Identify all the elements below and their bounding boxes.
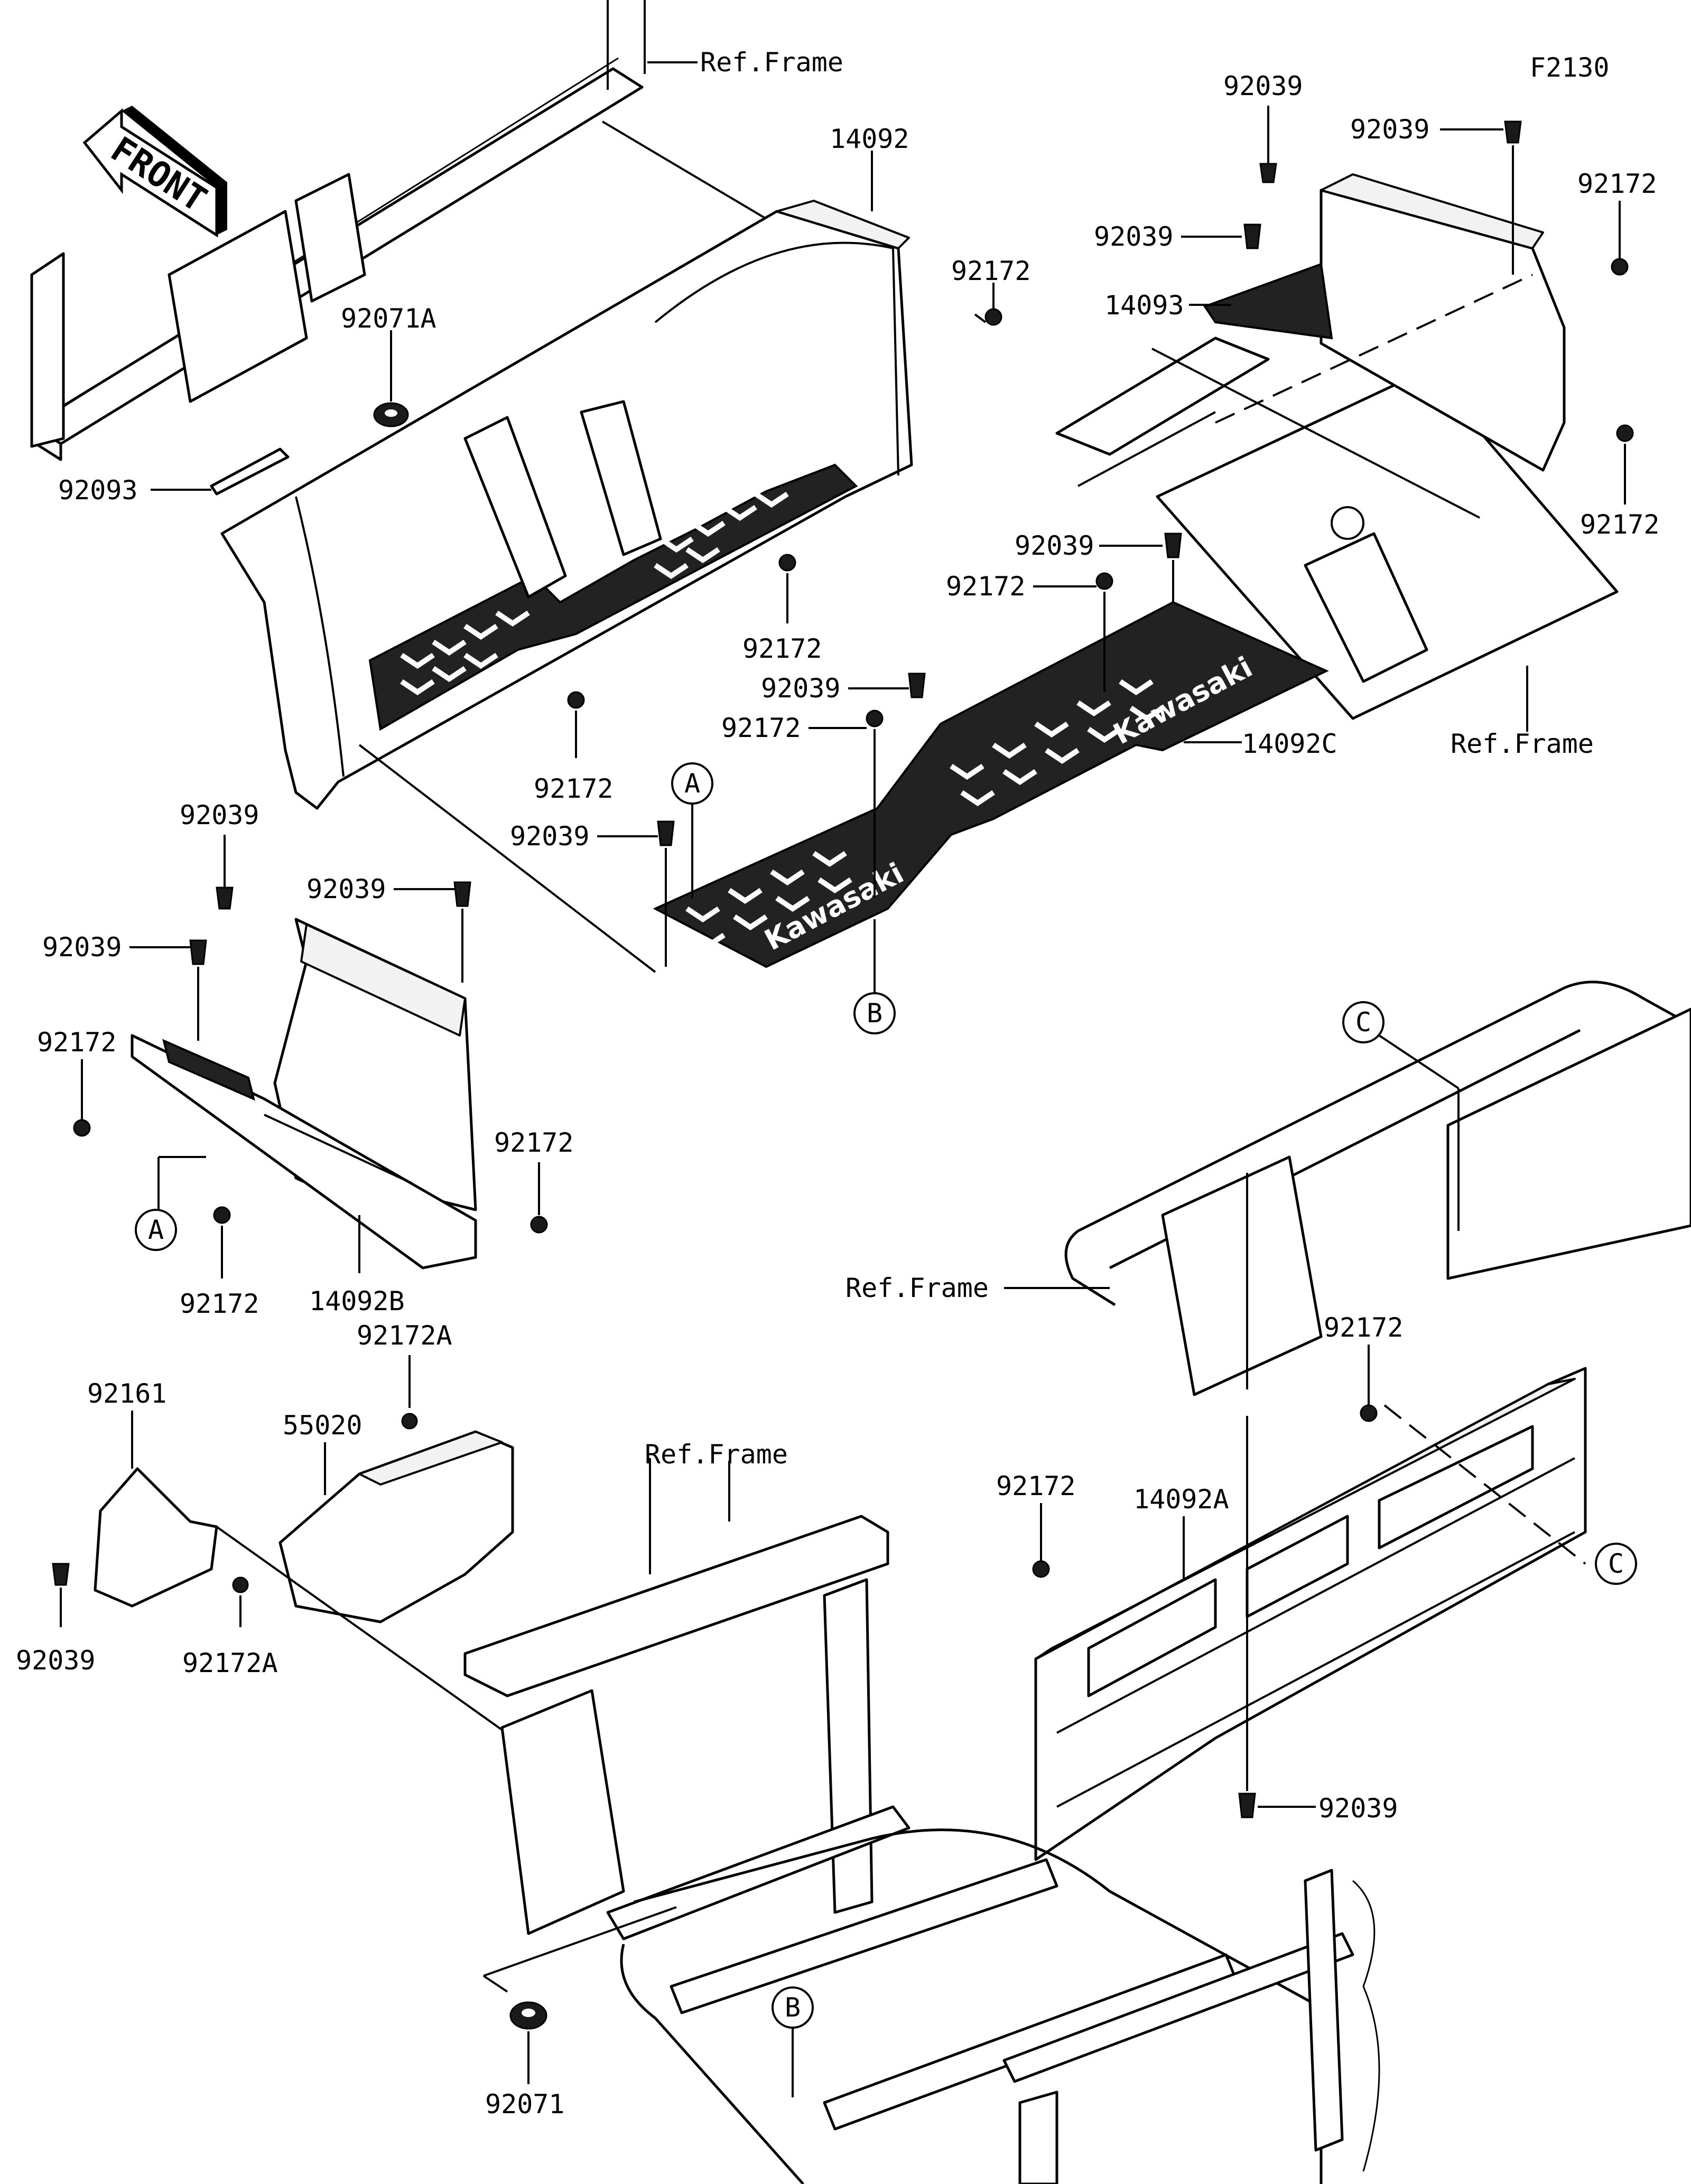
ref-frame-label-mid: Ref.Frame	[846, 1273, 989, 1303]
part-label-92172-b: 92172	[742, 633, 822, 664]
ref-frame-label-top: Ref.Frame	[700, 47, 843, 78]
part-label-92093: 92093	[58, 475, 138, 506]
clip-92039-l2	[453, 881, 471, 907]
clip-92039-tr1	[1259, 163, 1277, 183]
rear-panel-14092A	[1034, 1367, 1587, 1861]
rear-frame-top-right	[1055, 337, 1619, 720]
clip-92039-m2	[908, 673, 926, 698]
part-label-92172-a: 92172	[951, 256, 1031, 286]
screw-92172-a	[974, 308, 1002, 326]
screw-92172-tr2	[1616, 424, 1634, 442]
part-label-14092: 14092	[830, 124, 909, 154]
rear-panel-14093	[1203, 173, 1566, 472]
part-label-92039-l2: 92039	[306, 874, 386, 904]
clip-92039-bl	[52, 1563, 70, 1586]
part-label-92172A-top: 92172A	[357, 1320, 452, 1351]
part-label-92039-l3: 92039	[42, 932, 122, 963]
part-label-92172-m2: 92172	[721, 713, 801, 743]
part-label-14092B: 14092B	[309, 1286, 405, 1317]
duct-55020	[278, 1430, 514, 1623]
part-label-92172-l3: 92172	[180, 1289, 259, 1319]
part-label-92039-tr1: 92039	[1223, 71, 1303, 101]
part-label-92071: 92071	[485, 2089, 565, 2120]
part-label-92172-r2: 92172	[996, 1471, 1076, 1501]
part-label-92039-m3: 92039	[510, 821, 590, 852]
clip-92039-r	[1238, 1793, 1256, 1818]
ref-marker-B-bottom: B	[772, 1986, 814, 2029]
screw-92172-m1	[1095, 572, 1113, 590]
front-floor-panel-14092	[220, 200, 913, 973]
cover-92161	[94, 1467, 218, 1608]
svg-text:C: C	[1355, 1007, 1371, 1038]
cargo-frame-rear	[1064, 981, 1691, 1396]
part-label-92172-m1: 92172	[946, 571, 1026, 602]
ref-marker-A-bottom: A	[135, 1209, 177, 1251]
ref-frame-label-right: Ref.Frame	[1451, 729, 1594, 759]
part-label-14092A: 14092A	[1133, 1484, 1229, 1515]
part-label-92172-c: 92172	[534, 773, 614, 804]
screw-92172-l3	[213, 1206, 231, 1224]
grommet-92071	[509, 2001, 547, 2030]
screw-92172-m2	[866, 710, 884, 727]
screw-92172-r2	[1032, 1560, 1050, 1578]
part-label-92039-m2: 92039	[761, 673, 841, 704]
screw-92172-l1	[73, 1119, 91, 1137]
clip-92039-m3	[657, 820, 675, 846]
part-label-92071A: 92071A	[341, 303, 436, 334]
seal-strip-92093	[210, 447, 290, 496]
part-label-92172-l2: 92172	[494, 1127, 574, 1158]
part-label-92039-tr2: 92039	[1350, 114, 1430, 145]
part-label-92172A-bot: 92172A	[182, 1648, 278, 1678]
svg-text:B: B	[867, 998, 882, 1029]
screw-92172-tr1	[1611, 258, 1629, 276]
screw-92172-b	[778, 554, 796, 572]
svg-text:B: B	[785, 1992, 801, 2023]
part-label-92039-tr3: 92039	[1094, 221, 1174, 252]
clip-92039-tr2	[1504, 120, 1522, 144]
svg-text:A: A	[684, 768, 700, 799]
part-label-92172-tr1: 92172	[1577, 169, 1657, 199]
part-label-92172-tr2: 92172	[1580, 509, 1660, 540]
side-panel-14092B	[131, 918, 477, 1270]
screw-92172-l2	[530, 1216, 548, 1234]
clip-92039-l1	[216, 886, 234, 910]
front-frame-rail	[30, 0, 773, 461]
part-label-55020: 55020	[283, 1410, 363, 1441]
part-label-92172-l1: 92172	[37, 1027, 117, 1058]
screw-92172A-bot	[232, 1576, 249, 1593]
svg-text:A: A	[148, 1215, 164, 1245]
ref-frame-label-bottom: Ref.Frame	[645, 1439, 788, 1470]
clip-92039-m1	[1164, 533, 1182, 558]
part-label-92039-r: 92039	[1318, 1793, 1398, 1824]
part-label-92039-l1: 92039	[180, 800, 259, 830]
diagram-id: F2130	[1530, 52, 1610, 83]
part-label-92172-r1: 92172	[1324, 1312, 1404, 1343]
chassis-frame	[463, 1458, 1380, 2184]
ref-marker-B-top: B	[853, 992, 896, 1034]
screw-92172-c	[567, 691, 585, 709]
front-arrow: FRONT	[82, 106, 227, 238]
part-label-92161: 92161	[87, 1378, 167, 1409]
clip-92039-tr3	[1243, 223, 1261, 249]
clip-92039-l3	[189, 939, 207, 965]
floor-mat-14092C: Kawasaki Kawasaki	[653, 601, 1329, 968]
part-label-14092C: 14092C	[1242, 729, 1337, 759]
svg-text:C: C	[1608, 1548, 1624, 1579]
ref-marker-A-top: A	[671, 762, 713, 805]
part-label-92039-m1: 92039	[1015, 530, 1094, 561]
ref-marker-C-top: C	[1342, 1001, 1385, 1043]
screw-92172-r1	[1360, 1404, 1378, 1422]
part-label-92039-bl: 92039	[16, 1645, 96, 1676]
part-label-14093: 14093	[1104, 290, 1184, 321]
screw-92172A-top	[401, 1413, 418, 1430]
ref-marker-C-bottom: C	[1595, 1543, 1637, 1585]
grommet-92071A	[373, 402, 409, 427]
